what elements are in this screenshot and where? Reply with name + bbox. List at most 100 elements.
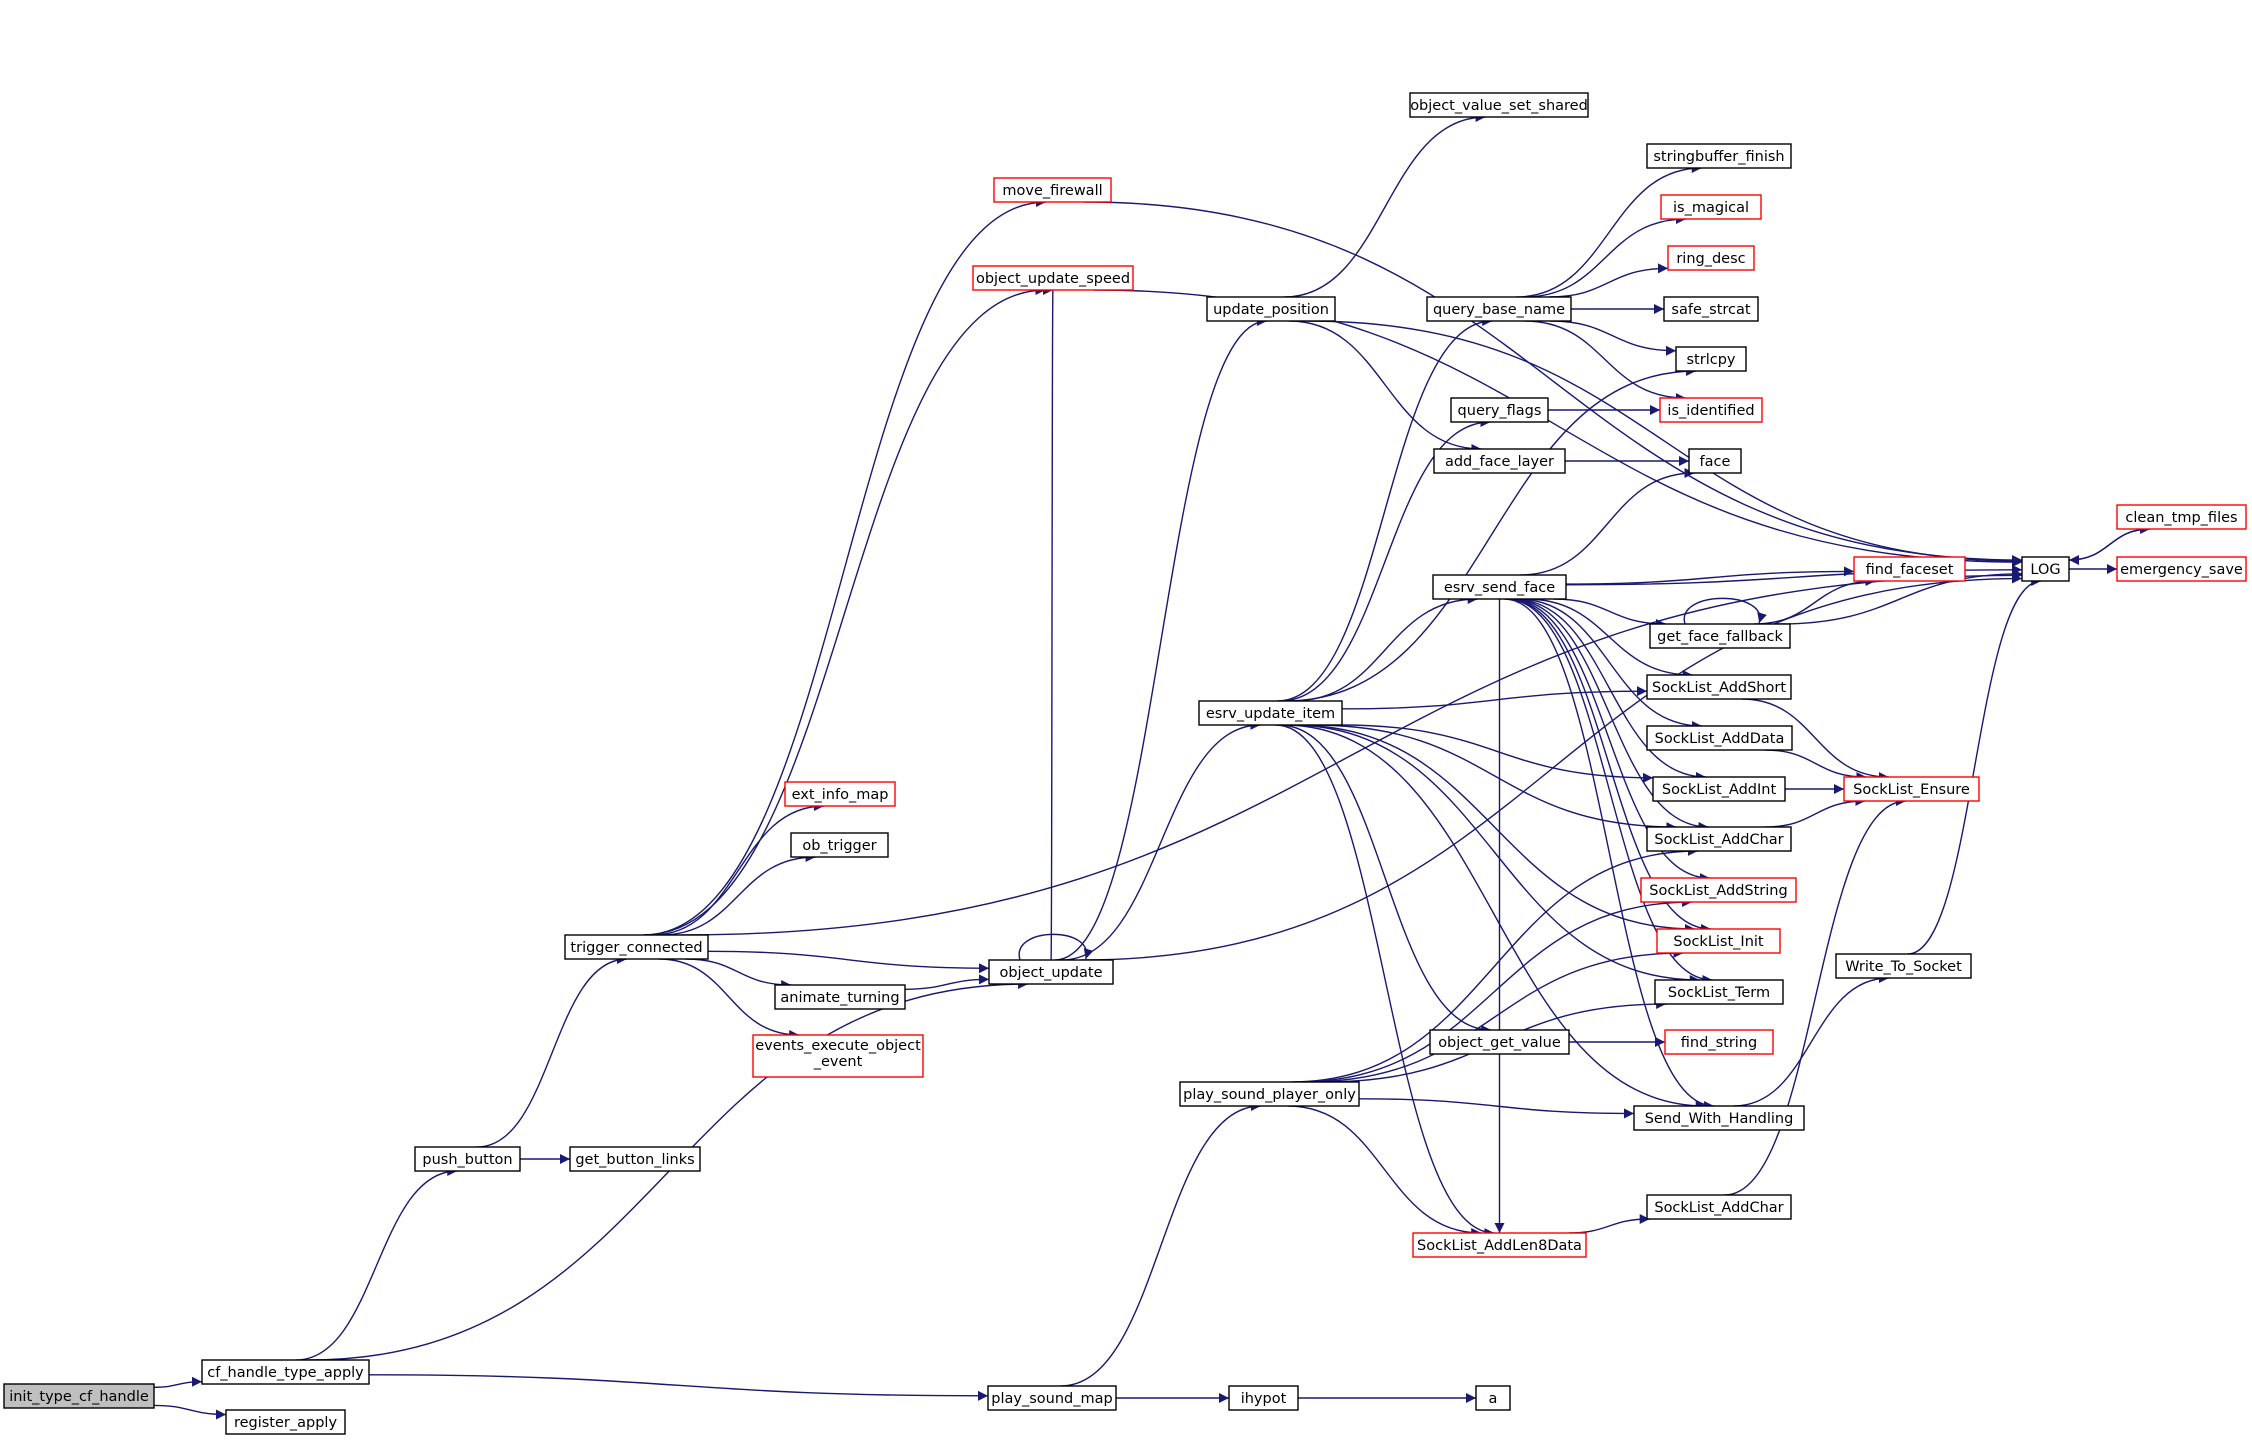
node-get-face-fallback[interactable]: get_face_fallback — [1649, 623, 1791, 649]
node-socklist-term[interactable]: SockList_Term — [1654, 979, 1784, 1005]
node-ob-trigger[interactable]: ob_trigger — [790, 832, 889, 858]
node-box — [1843, 776, 1980, 802]
node-socklist-ensure[interactable]: SockList_Ensure — [1843, 776, 1980, 802]
node-init-type-cf-handle[interactable]: init_type_cf_handle — [3, 1383, 155, 1409]
node-box — [225, 1409, 346, 1435]
node-safe-strcat[interactable]: safe_strcat — [1663, 296, 1759, 322]
node-box — [1667, 245, 1755, 271]
node-events-execute-object-event[interactable]: events_execute_object_event — [752, 1034, 924, 1078]
edge-update-position-to-log — [1306, 320, 2023, 567]
node-label: SockList_AddChar — [1654, 1200, 1783, 1216]
node-esrv-update-item[interactable]: esrv_update_item — [1198, 700, 1343, 726]
edge-push-button-to-trigger-connected — [477, 954, 627, 1148]
node-query-flags[interactable]: query_flags — [1450, 397, 1549, 423]
node-socklist-addint[interactable]: SockList_AddInt — [1652, 776, 1786, 802]
node-query-base-name[interactable]: query_base_name — [1426, 296, 1572, 322]
node-ihypot[interactable]: ihypot — [1228, 1385, 1299, 1411]
node-send-with-handling[interactable]: Send_With_Handling — [1633, 1105, 1805, 1131]
node-animate-turning[interactable]: animate_turning — [774, 984, 906, 1010]
edge-play-sound-player-only-to-send-with-handling — [1358, 1098, 1635, 1119]
node-label: push_button — [422, 1152, 512, 1168]
node-label: find_faceset — [1866, 562, 1954, 578]
node-label: ihypot — [1241, 1391, 1287, 1407]
node-socklist-adddata[interactable]: SockList_AddData — [1646, 725, 1793, 751]
node-is-magical[interactable]: is_magical — [1660, 194, 1762, 220]
node-esrv-send-face[interactable]: esrv_send_face — [1432, 574, 1567, 600]
edge-query-base-name-to-ring-desc — [1548, 263, 1669, 298]
node-label: _event — [813, 1054, 863, 1070]
edge-esrv-send-face-to-socklist-addchar — [1509, 598, 1709, 832]
node-label: SockList_AddInt — [1662, 782, 1777, 798]
node-emergency-save[interactable]: emergency_save — [2116, 556, 2247, 582]
edge-get-face-fallback-to-find-faceset — [1753, 576, 1876, 625]
node-label: find_string — [1681, 1035, 1757, 1051]
node-box — [1646, 826, 1792, 852]
node-find-faceset[interactable]: find_faceset — [1853, 556, 1966, 582]
edge-object-update-speed-to-log — [1093, 289, 2023, 568]
edge-esrv-send-face-to-socklist-term — [1505, 598, 1713, 985]
node-add-face-layer[interactable]: add_face_layer — [1433, 448, 1566, 474]
node-push-button[interactable]: push_button — [414, 1146, 521, 1172]
node-face[interactable]: face — [1688, 448, 1742, 474]
node-object-value-set-shared[interactable]: object_value_set_shared — [1409, 92, 1589, 118]
edge-esrv-send-face-to-find-faceset — [1565, 566, 1855, 585]
node-box — [1429, 1029, 1570, 1055]
node-play-sound-map[interactable]: play_sound_map — [987, 1385, 1117, 1411]
node-get-button-links[interactable]: get_button_links — [569, 1146, 701, 1172]
node-socklist-addshort[interactable]: SockList_AddShort — [1646, 674, 1792, 700]
node-label: Write_To_Socket — [1845, 959, 1962, 975]
node-play-sound-player-only[interactable]: play_sound_player_only — [1179, 1081, 1360, 1107]
node-ext-info-map[interactable]: ext_info_map — [784, 781, 896, 807]
node-label: object_update — [999, 965, 1102, 981]
edge-esrv-send-face-to-socklist-init — [1506, 598, 1712, 934]
node-is-identified[interactable]: is_identified — [1659, 397, 1763, 423]
node-cf-handle-type-apply[interactable]: cf_handle_type_apply — [201, 1359, 370, 1385]
node-clean-tmp-files[interactable]: clean_tmp_files — [2116, 504, 2247, 530]
node-label: safe_strcat — [1671, 302, 1750, 318]
node-box — [1646, 143, 1792, 169]
node-label: SockList_AddLen8Data — [1417, 1238, 1582, 1254]
node-label: SockList_AddShort — [1652, 680, 1786, 696]
node-box — [784, 781, 896, 807]
edge-socklist-addchar-to-socklist-ensure — [1765, 796, 1866, 828]
edge-trigger-connected-to-animate-turning — [685, 958, 792, 990]
edge-play-sound-player-only-to-socklist-addlen8data — [1287, 1105, 1482, 1238]
node-move-firewall[interactable]: move_firewall — [993, 177, 1112, 203]
node-socklist-addchar2[interactable]: SockList_AddChar — [1646, 1194, 1792, 1220]
node-write-to-socket[interactable]: Write_To_Socket — [1835, 953, 1972, 979]
node-label: SockList_Ensure — [1853, 782, 1970, 798]
node-register-apply[interactable]: register_apply — [225, 1409, 346, 1435]
node-box — [1646, 725, 1793, 751]
edge-esrv-update-item-to-socklist-addchar — [1313, 724, 1677, 832]
node-box — [3, 1383, 155, 1409]
node-box — [1198, 700, 1343, 726]
node-socklist-addchar[interactable]: SockList_AddChar — [1646, 826, 1792, 852]
node-label: ring_desc — [1676, 251, 1745, 267]
node-stringbuffer-finish[interactable]: stringbuffer_finish — [1646, 143, 1792, 169]
node-box — [1426, 296, 1572, 322]
node-label: ext_info_map — [792, 787, 889, 803]
node-box — [1664, 1029, 1774, 1055]
edge-object-update-to-update-position — [1054, 316, 1268, 961]
node-trigger-connected[interactable]: trigger_connected — [564, 934, 709, 960]
node-socklist-init[interactable]: SockList_Init — [1656, 928, 1781, 954]
node-object-update[interactable]: object_update — [988, 959, 1114, 985]
node-update-position[interactable]: update_position — [1206, 296, 1336, 322]
node-label: move_firewall — [1002, 183, 1102, 199]
edge-esrv-update-item-to-socklist-addshort — [1341, 686, 1648, 710]
node-object-get-value[interactable]: object_get_value — [1429, 1029, 1570, 1055]
edge-play-sound-map-to-play-sound-player-only — [1060, 1101, 1261, 1387]
node-find-string[interactable]: find_string — [1664, 1029, 1774, 1055]
node-ring-desc[interactable]: ring_desc — [1667, 245, 1755, 271]
node-socklist-addlen8data[interactable]: SockList_AddLen8Data — [1412, 1232, 1587, 1258]
node-label: SockList_Term — [1668, 985, 1770, 1001]
node-a[interactable]: a — [1475, 1385, 1511, 1411]
node-log[interactable]: LOG — [2021, 556, 2070, 582]
edge-trigger-connected-to-object-update — [707, 950, 990, 974]
edge-trigger-connected-to-log — [681, 570, 2023, 936]
node-strlcpy[interactable]: strlcpy — [1675, 346, 1747, 372]
edge-socklist-adddata-to-socklist-ensure — [1764, 749, 1867, 782]
node-socklist-addstring[interactable]: SockList_AddString — [1640, 877, 1797, 903]
edge-move-firewall-to-log — [1083, 201, 2023, 566]
node-object-update-speed[interactable]: object_update_speed — [972, 265, 1134, 291]
